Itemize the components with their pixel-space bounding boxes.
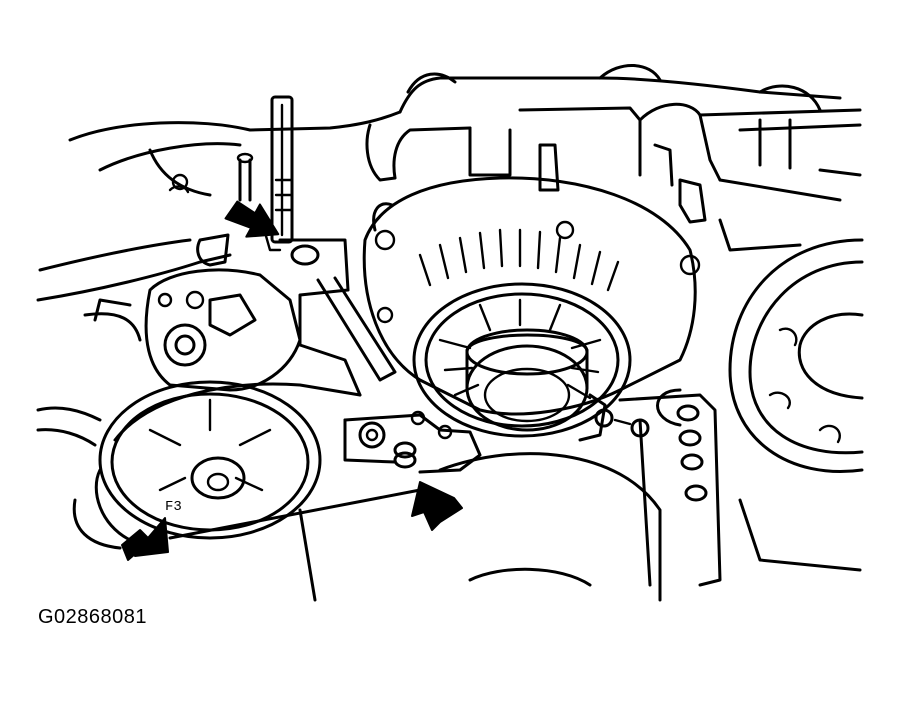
drive-belt	[72, 382, 422, 550]
figure-caption: G02868081	[38, 606, 148, 628]
arrow-icon	[411, 481, 463, 531]
alternator	[362, 143, 701, 438]
crank-pulley	[298, 452, 662, 602]
engine-left-hoses	[36, 173, 232, 447]
power-steering-pump	[144, 152, 302, 392]
adjusting-bar	[270, 95, 397, 397]
engine-upper-housing	[68, 64, 862, 224]
mounting-bolts	[343, 410, 482, 474]
idler-bracket	[578, 388, 722, 587]
arrow-icon	[121, 517, 169, 561]
right-pulley	[718, 218, 864, 572]
arrow-icon	[224, 200, 280, 238]
pulley-mark-label: F3	[165, 499, 182, 515]
